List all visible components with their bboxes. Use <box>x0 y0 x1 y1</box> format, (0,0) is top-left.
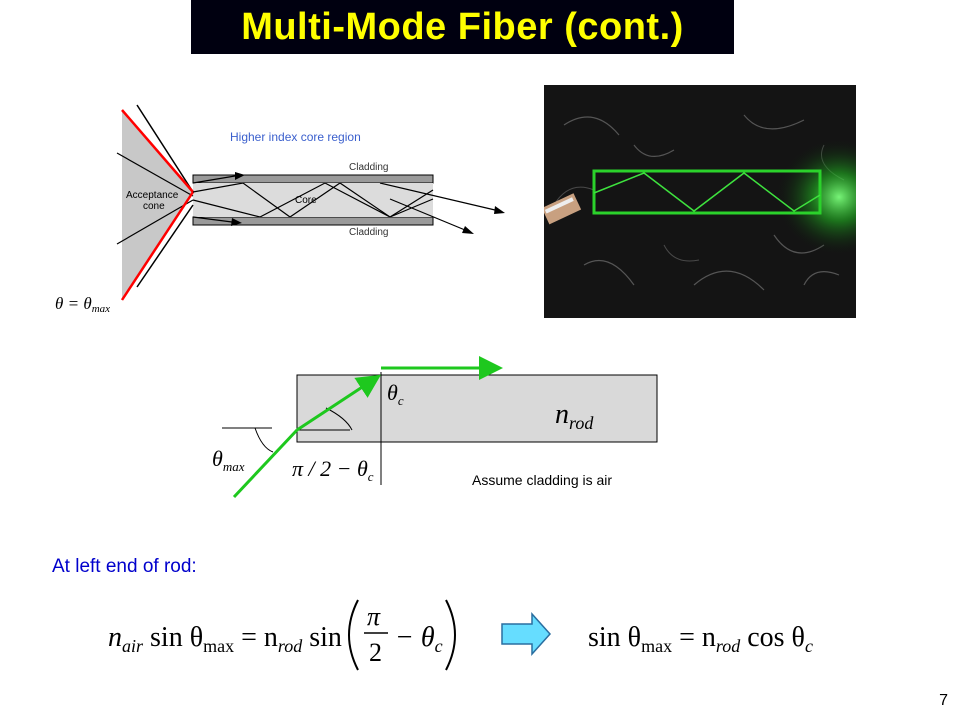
slide-number: 7 <box>939 692 948 709</box>
rod-photo <box>544 85 856 318</box>
incoming-ray-2 <box>116 199 194 245</box>
cone-red-bottom <box>120 191 195 301</box>
theta-max-label: θmax <box>212 446 245 474</box>
core-label: Core <box>295 195 317 206</box>
zigzag-ray-2 <box>192 182 434 218</box>
cone-label: cone <box>143 201 165 212</box>
cone-edge-bottom <box>136 204 194 288</box>
cladding-top-label: Cladding <box>349 162 388 173</box>
refracted-ray <box>296 374 382 432</box>
acceptance-cone <box>122 110 193 300</box>
title-bar: Multi-Mode Fiber (cont.) <box>191 0 734 54</box>
slide-title: Multi-Mode Fiber (cont.) <box>241 5 684 48</box>
arrowhead-b <box>231 218 242 226</box>
exit-ray-a <box>192 175 236 184</box>
assume-cladding-text: Assume cladding is air <box>472 472 613 488</box>
theta-equals-label: θ = θmax <box>55 294 110 315</box>
acceptance-label: Acceptance <box>126 190 179 201</box>
arrowhead-d <box>462 226 474 234</box>
cone-red-top <box>121 109 194 193</box>
implies-arrow-icon <box>501 612 552 656</box>
arrowhead-c <box>494 206 505 214</box>
equation-intro: At left end of rod: <box>52 556 197 577</box>
theta-max-arc <box>254 427 274 453</box>
equation-result: sin θmax = nrod cos θc <box>588 622 813 656</box>
cladding-bottom-label: Cladding <box>349 227 388 238</box>
n-rod-label: nrod <box>555 399 594 433</box>
exit-ray-d <box>389 198 466 231</box>
paren-left <box>348 599 359 671</box>
paren-right <box>445 599 456 671</box>
exit-ray-c <box>379 182 496 211</box>
pi-symbol: π <box>367 602 381 631</box>
arrowhead-a <box>235 172 245 180</box>
complement-angle-label: π / 2 − θc <box>292 456 374 484</box>
minus-theta-c: − θc <box>395 622 443 656</box>
cone-edge-top <box>136 104 194 193</box>
theta-c-label: θc <box>387 380 404 408</box>
exit-ray-b <box>192 216 233 223</box>
zigzag-ray-1 <box>192 182 434 218</box>
core-caption: Higher index core region <box>230 130 361 144</box>
two-symbol: 2 <box>369 638 382 667</box>
incident-ray <box>232 428 299 499</box>
equation-left: nair sin θmax = nrod sin <box>108 622 342 656</box>
incoming-ray-1 <box>116 152 194 197</box>
